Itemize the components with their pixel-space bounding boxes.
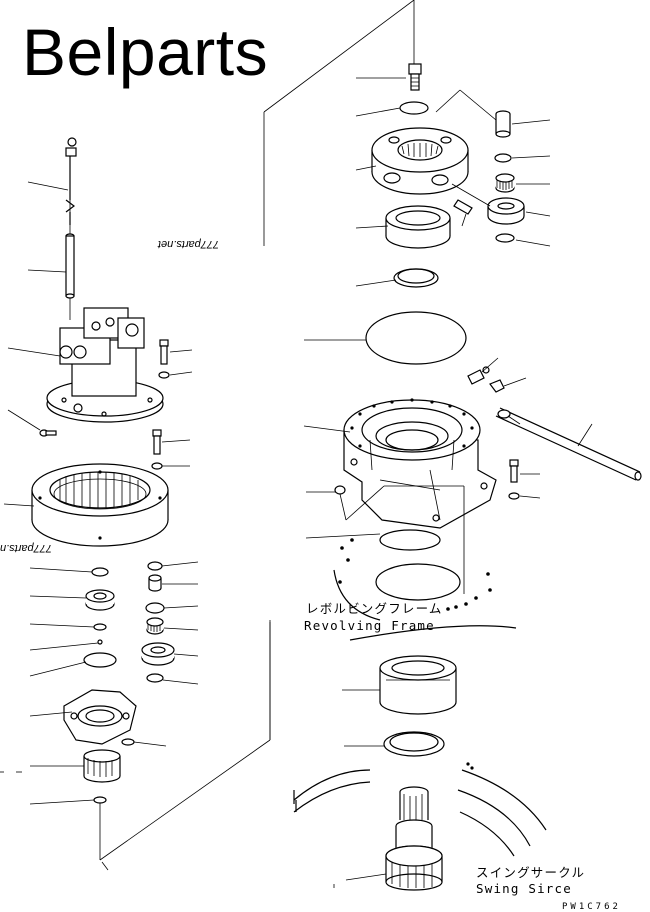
needle-bearing-part xyxy=(146,617,164,635)
swing-circle-label-en: Swing Sirce xyxy=(476,881,572,896)
case-plug-part xyxy=(334,485,346,495)
pin-leader xyxy=(461,213,467,227)
planet-gear-part-2 xyxy=(141,642,175,666)
cover-bolt-part xyxy=(408,63,422,91)
lower-bearing-part xyxy=(379,655,457,715)
planet-washer-upper xyxy=(495,233,515,243)
revolving-frame-label-en: Revolving Frame xyxy=(304,618,435,633)
pinion-shaft-part xyxy=(385,786,443,891)
planet-washer-part xyxy=(146,673,164,683)
motor-bolt-part xyxy=(158,339,170,379)
cover-plate-part xyxy=(399,101,429,115)
case-guide-3 xyxy=(345,485,385,521)
carrier-leader-1 xyxy=(435,89,461,113)
bushing-part xyxy=(148,574,162,592)
watermark-lower: 777parts.n xyxy=(0,542,52,554)
brand-logo-text: Belparts xyxy=(22,15,269,89)
revolving-frame-opening xyxy=(333,538,517,641)
right-assembly xyxy=(263,0,642,891)
pipe-bolt-part xyxy=(497,409,511,419)
left-connector-line xyxy=(99,739,271,861)
frame-line-top xyxy=(263,0,415,113)
sun-gear-part xyxy=(83,749,121,783)
drawing-code: PW1C762 xyxy=(562,902,621,912)
bearing-upper-part xyxy=(385,205,451,249)
swing-motor-part xyxy=(46,307,164,423)
washer-part-2 xyxy=(93,623,107,631)
needle-roller-part xyxy=(495,173,515,193)
left-assembly xyxy=(0,137,271,871)
case-oring-part xyxy=(379,529,441,551)
gasket-part xyxy=(365,311,467,365)
swing-circle-label-jp: スイングサークル xyxy=(476,865,586,880)
left-leader-lines xyxy=(0,181,199,871)
gear-case-part xyxy=(343,398,497,529)
drain-pipe-part xyxy=(495,407,642,481)
end-washer-part xyxy=(93,796,107,804)
carrier-plate-part xyxy=(63,689,137,745)
carrier-leader-3 xyxy=(451,183,491,207)
swing-circle-arcs xyxy=(293,762,547,857)
level-gauge-part xyxy=(65,137,77,225)
shaft-pipe-part xyxy=(65,233,75,299)
pin-shaft-part xyxy=(495,110,511,138)
case-bolt-part xyxy=(508,459,520,500)
plug-leader xyxy=(339,493,347,521)
ring-gear-housing-part xyxy=(31,463,169,547)
planet-gear-upper xyxy=(487,197,525,225)
spacer-part xyxy=(145,602,165,614)
thrust-washer-part xyxy=(83,652,117,668)
watermark-upper: 777parts.net xyxy=(158,238,220,250)
pin-part xyxy=(97,639,103,645)
retaining-ring-part xyxy=(393,268,439,288)
elbow-part xyxy=(489,379,505,393)
carrier-pin-part xyxy=(453,199,473,215)
snap-ring-part xyxy=(147,561,163,571)
planet-gear-part-1 xyxy=(85,589,115,611)
thrust-washer-upper xyxy=(494,153,512,163)
carrier-leader-2 xyxy=(459,89,497,121)
right-leader-lines xyxy=(303,77,593,888)
housing-bolt-part xyxy=(151,429,163,470)
washer-part-1 xyxy=(91,567,109,577)
grease-fitting-part xyxy=(467,366,490,385)
oil-seal-part xyxy=(383,731,445,757)
revolving-frame-label-jp: レボルビングフレーム xyxy=(306,601,443,616)
upper-carrier-part xyxy=(371,127,469,195)
small-bolt-part xyxy=(39,429,57,437)
carrier-washer-part xyxy=(121,738,135,746)
